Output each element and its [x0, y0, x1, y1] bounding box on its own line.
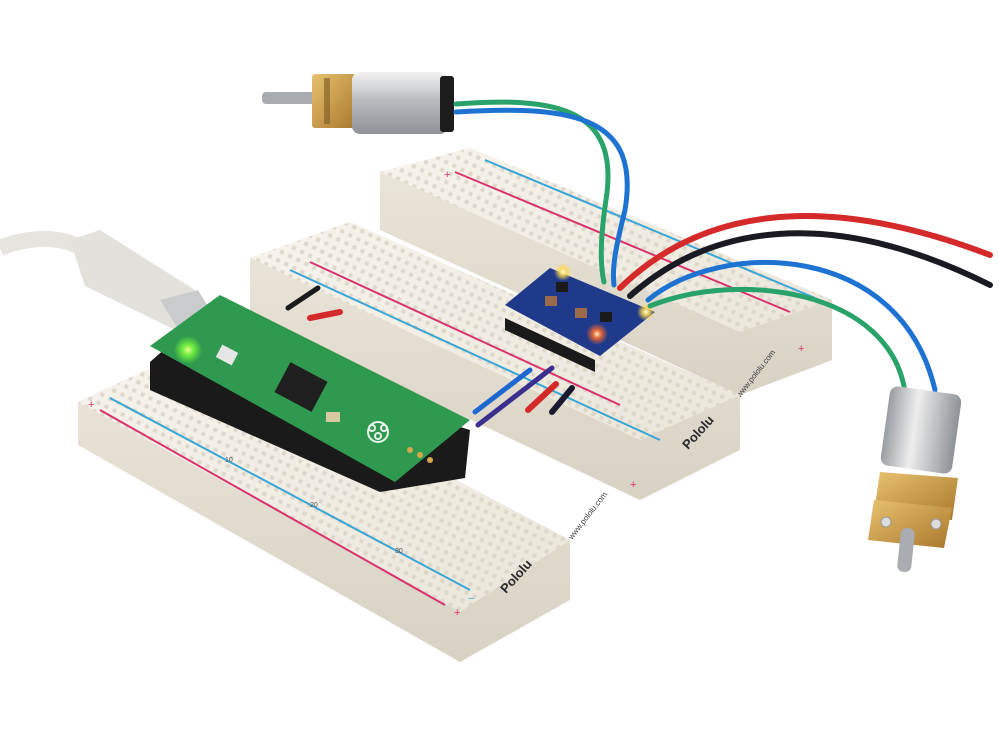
rail-plus-symbol: + [88, 399, 94, 411]
crystal [326, 412, 340, 422]
breadboard-middle: + Pololu www.pololu.com [250, 222, 740, 542]
jumper-wire-blue [472, 367, 533, 415]
gearbox [312, 74, 356, 128]
raspberry-pi-pico [150, 295, 470, 492]
wire-blue-right [645, 260, 938, 393]
rail-plus-symbol: + [630, 479, 636, 491]
row-number-labels: 10 20 30 [225, 457, 403, 555]
status-led [586, 323, 608, 345]
row-number: 10 [225, 457, 233, 464]
usb-cable [0, 230, 215, 332]
rp2040-chip [274, 362, 328, 412]
driver-ic [556, 282, 568, 292]
driver-pin-headers [505, 318, 595, 372]
wire-red-power [617, 213, 993, 291]
jumper-wire-purple [475, 365, 555, 428]
motor-can [880, 386, 962, 474]
row-number: 20 [310, 502, 318, 509]
rail-minus-symbol: − [468, 593, 474, 605]
power-led [174, 336, 202, 364]
rail-minus-line [289, 269, 661, 441]
wire-black-power [627, 230, 993, 299]
gearmotor-top [262, 72, 454, 134]
jumper-wire-black [549, 385, 575, 415]
gearmotor-right [868, 386, 962, 573]
rail-minus-line [484, 159, 816, 299]
jumper-wires [285, 285, 575, 428]
capacitor [545, 296, 557, 306]
capacitor [575, 308, 587, 318]
status-led [554, 263, 572, 281]
motor-endcap [440, 76, 454, 132]
driver-ic [600, 312, 612, 322]
rail-minus-line [109, 397, 471, 591]
jumper-wire-black [285, 285, 321, 311]
jumper-wire-red [307, 309, 343, 321]
gold-pads [407, 447, 433, 463]
row-number: 30 [395, 548, 403, 555]
bootsel-button[interactable] [215, 344, 239, 366]
motor-shaft [262, 92, 322, 104]
motor-can [352, 72, 448, 134]
rail-plus-line [309, 261, 621, 406]
breadboard-back: + + www.pololu.com [380, 148, 832, 400]
rail-plus-symbol: + [798, 343, 804, 355]
raspberry-logo [367, 421, 389, 443]
wire-green-top [453, 99, 611, 285]
screw [930, 518, 942, 530]
motor-shaft [897, 527, 915, 573]
screw [880, 516, 892, 528]
wire-green-right [647, 286, 908, 395]
motor-wires [453, 99, 993, 395]
jumper-wire-red [525, 381, 559, 413]
url-label: www.pololu.com [566, 490, 610, 542]
gearbox-faceplate [868, 500, 952, 548]
rail-plus-symbol: + [444, 169, 450, 181]
motor-driver-carrier [505, 263, 655, 372]
rail-plus-symbol: + [454, 607, 460, 619]
rail-plus-line [99, 409, 446, 606]
wire-blue-top [453, 107, 630, 288]
